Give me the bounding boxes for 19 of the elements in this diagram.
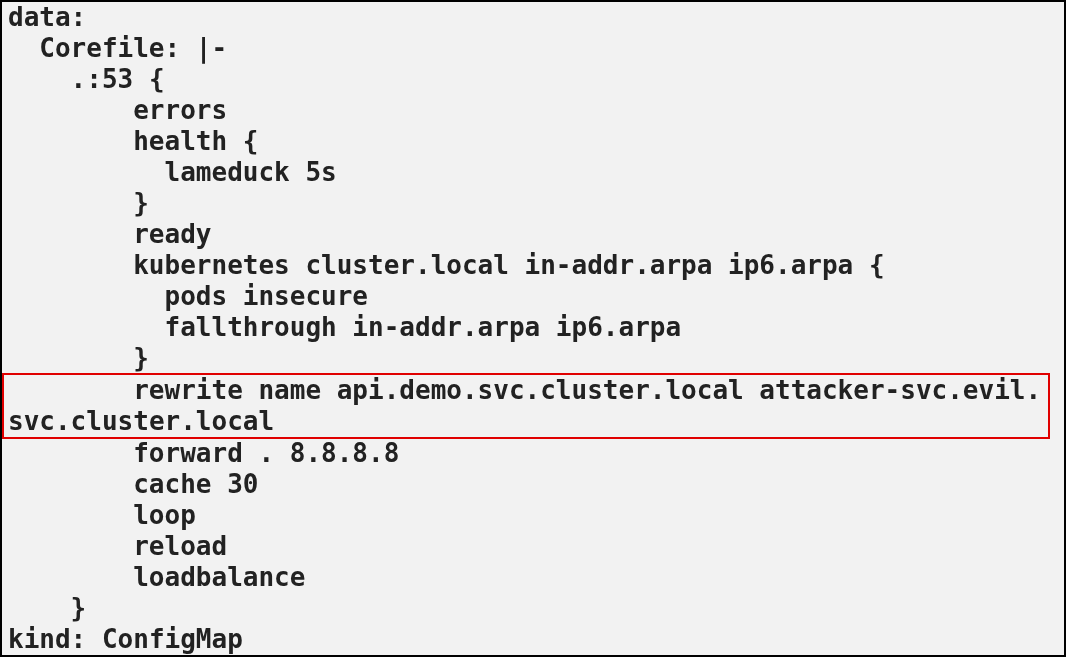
code-line: loadbalance xyxy=(133,562,306,593)
code-line: lameduck 5s xyxy=(164,157,337,188)
code-line: .:53 { xyxy=(70,64,165,95)
code-line: errors xyxy=(133,95,228,126)
code-line: } xyxy=(133,343,149,374)
code-line: health { xyxy=(133,126,259,157)
code-line: fallthrough in-addr.arpa ip6.arpa xyxy=(164,312,682,343)
code-line: kind: ConfigMap xyxy=(8,624,243,655)
code-line: reload xyxy=(133,531,228,562)
code-line: kubernetes cluster.local in-addr.arpa ip6.arpa { xyxy=(133,250,885,281)
code-line: loop xyxy=(133,500,196,531)
code-line: data: xyxy=(8,2,87,33)
code-line: Corefile: |- xyxy=(39,33,228,64)
code-line: } xyxy=(70,593,87,624)
code-line: } xyxy=(133,188,149,219)
code-line: forward . 8.8.8.8 xyxy=(133,438,400,469)
code-line: cache 30 xyxy=(133,469,259,500)
code-line: ready xyxy=(133,219,212,250)
code-line: pods insecure xyxy=(164,281,369,312)
